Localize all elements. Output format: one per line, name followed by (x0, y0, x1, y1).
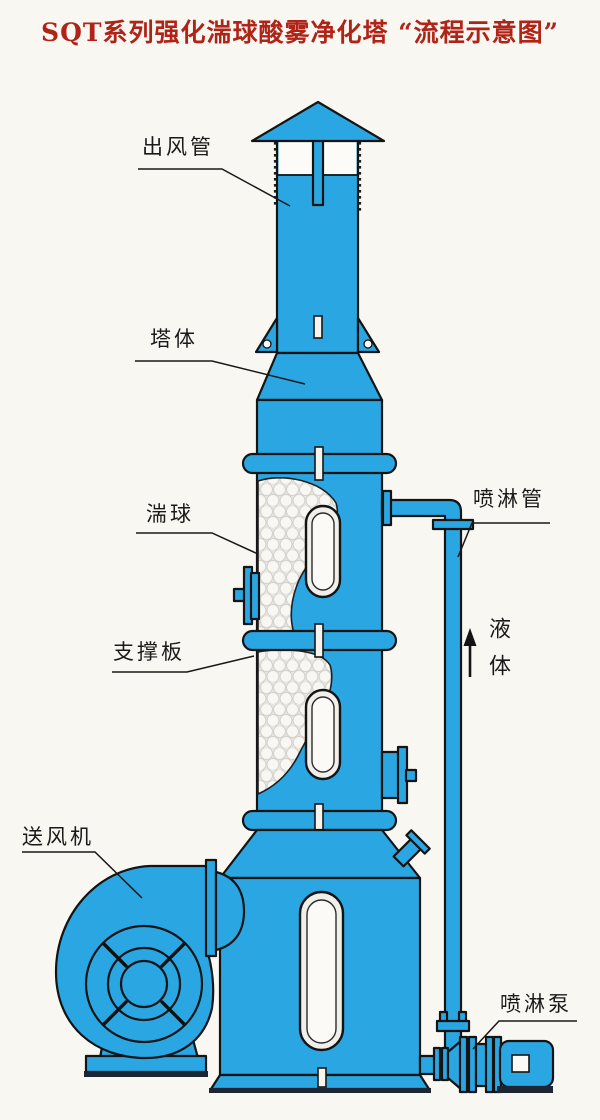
leader-blower (22, 851, 143, 899)
tower-flange-lower (241, 803, 398, 838)
angled-nozzle-flange (405, 829, 431, 855)
gusset-left (254, 316, 279, 354)
spray-pipe (380, 489, 475, 1054)
motor-junction-box (511, 1054, 530, 1073)
pump-flange-1 (458, 1035, 469, 1094)
flange-slot (314, 446, 324, 481)
manhole-flange-inner (249, 571, 261, 621)
arrow-head (463, 628, 477, 646)
duct-bell (214, 870, 246, 952)
tank-drain-slot (317, 1067, 327, 1088)
spray-pipe-wall-flange (381, 489, 393, 527)
nozzle-stub (380, 750, 401, 800)
label-spray-pump: 喷淋泵 (500, 992, 572, 1016)
rain-cap (250, 100, 386, 143)
sight-glass-window (311, 512, 335, 591)
blower-spoke (102, 1000, 128, 1026)
leader-outlet-pipe (138, 168, 291, 207)
diagram-title: SQT系列强化湍球酸雾净化塔 “流程示意图” (41, 18, 559, 47)
motor-base (497, 1086, 553, 1093)
label-liquid: 液体 (485, 617, 510, 691)
manhole-nozzle (232, 565, 261, 626)
pump-suction-flange-1 (432, 1046, 442, 1082)
gusset-bolt-left (262, 339, 272, 349)
blower-hub (119, 959, 169, 1009)
label-tower-body: 塔体 (150, 327, 198, 351)
spray-pipe-run (380, 498, 463, 1054)
leader-spray-pump (472, 1020, 577, 1050)
blower-spoke (160, 1000, 186, 1026)
sight-glass-window (311, 696, 335, 773)
gusset-right (356, 316, 381, 354)
sight-glass-window (306, 899, 337, 1044)
stack-gussets (254, 316, 381, 354)
gusset-bolt-right (363, 339, 373, 349)
side-nozzle (380, 745, 418, 805)
label-blower: 送风机 (22, 825, 94, 849)
stack-center-rod (311, 137, 325, 207)
liquid-flow-arrow (463, 628, 477, 677)
label-spray-pipe: 喷淋管 (473, 487, 545, 511)
label-support-plate: 支撑板 (113, 640, 185, 664)
base-shadow (209, 1088, 431, 1093)
tower-flange-middle (241, 623, 398, 658)
flange-slot (314, 623, 324, 658)
sight-glass-upper (304, 504, 342, 599)
blower (54, 858, 246, 1077)
tower-flange-upper (241, 446, 398, 481)
label-turbulent-balls: 湍球 (146, 502, 194, 526)
duct-flange (204, 858, 218, 958)
angled-nozzle (392, 829, 431, 868)
leader-spray-pipe (457, 522, 550, 558)
spray-pipe-bottom-flange (435, 1019, 471, 1033)
blower-base-shadow (84, 1071, 208, 1077)
exhaust-stack (250, 100, 386, 355)
leader-turbulent-balls (136, 532, 259, 555)
sight-glass-middle (304, 688, 342, 781)
leader-tower-body (135, 360, 306, 385)
spray-pump (418, 1035, 555, 1094)
nozzle-tab (404, 768, 418, 783)
pump-flange-3 (484, 1035, 495, 1094)
blower-spoke (160, 942, 186, 968)
blower-spoke (102, 942, 128, 968)
spray-pipe-top-flange (431, 518, 475, 531)
sight-glass-lower (298, 890, 345, 1052)
label-outlet-pipe: 出风管 (142, 135, 214, 159)
stack-slot (313, 315, 323, 339)
leader-support-plate (112, 655, 255, 673)
lower-cone (218, 828, 422, 880)
